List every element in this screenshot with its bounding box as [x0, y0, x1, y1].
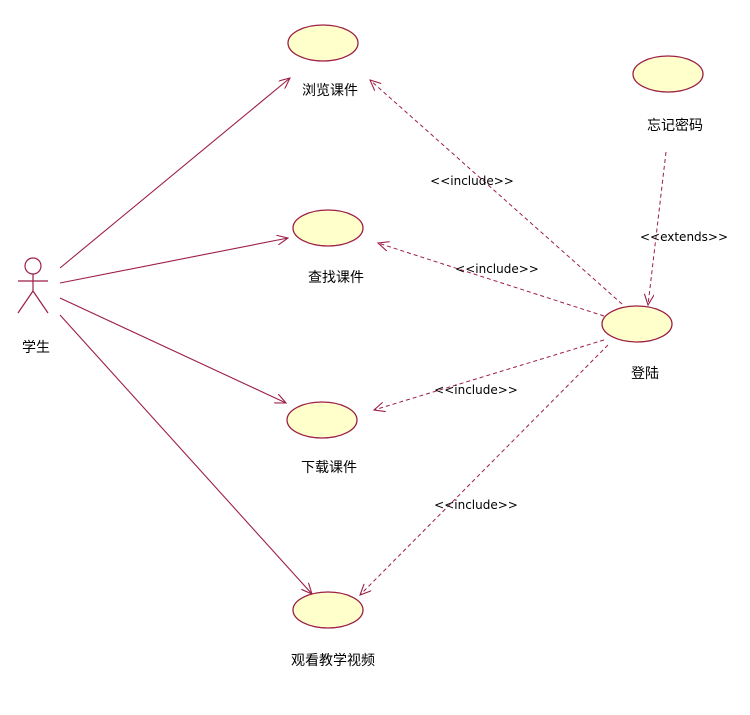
use-case-watch-label: 观看教学视频: [291, 653, 375, 669]
use-case-watch-shape: [292, 591, 364, 629]
use-case-forgot-label: 忘记密码: [647, 117, 703, 134]
use-case-download-label: 下载课件: [301, 460, 357, 476]
use-case-search[interactable]: 查找课件: [292, 209, 364, 286]
use-case-forgot-shape: [632, 55, 704, 93]
include-label-download: <<include>>: [434, 383, 518, 397]
use-case-watch[interactable]: 观看教学视频: [291, 591, 375, 669]
use-case-login-label: 登陆: [631, 366, 659, 382]
extends-forgot-line: [648, 151, 667, 305]
use-case-search-shape: [292, 209, 364, 247]
include-label-browse: <<include>>: [430, 174, 514, 188]
include-label-search: <<include>>: [455, 262, 539, 276]
use-case-download[interactable]: 下载课件: [286, 401, 358, 476]
actor-right-leg: [32, 290, 49, 314]
use-case-login[interactable]: 登陆: [601, 305, 673, 382]
use-case-login-shape: [601, 305, 673, 343]
association-watch: [59, 314, 312, 594]
actor-student[interactable]: 学生: [17, 257, 50, 356]
use-case-forgot[interactable]: 忘记密码: [632, 55, 704, 134]
actor-label: 学生: [22, 340, 50, 356]
association-browse: [59, 78, 290, 269]
use-case-browse-label: 浏览课件: [302, 83, 358, 99]
include-watch-line: [360, 344, 609, 595]
use-case-browse[interactable]: 浏览课件: [287, 24, 359, 99]
association-search: [59, 238, 288, 284]
include-download-line: [374, 339, 605, 410]
extends-label-forgot: <<extends>>: [640, 230, 728, 244]
use-case-search-label: 查找课件: [308, 270, 364, 286]
include-browse-line: [370, 80, 623, 305]
include-search-line: [378, 243, 605, 317]
actor-left-leg: [17, 290, 34, 314]
use-case-download-shape: [286, 401, 358, 439]
use-case-browse-shape: [287, 24, 359, 62]
include-label-watch: <<include>>: [434, 498, 518, 512]
association-download: [59, 297, 286, 403]
actor-head: [24, 257, 42, 275]
